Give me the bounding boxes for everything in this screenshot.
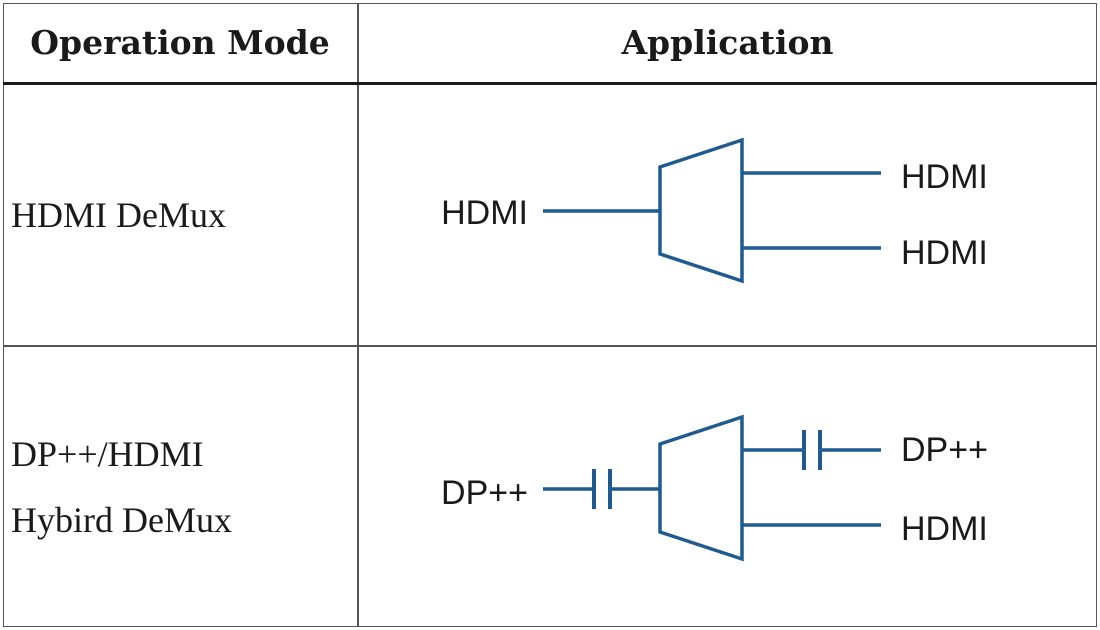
demux-diagram-svg: HDMI HDMI HDMI [441, 137, 988, 284]
demux-trapezoid [658, 414, 744, 562]
mode-label: HDMI DeMux [11, 195, 226, 235]
header-application: Application [621, 23, 834, 62]
row-divider [3, 345, 1097, 347]
header-operation-mode: Operation Mode [30, 23, 330, 62]
output-label-bottom: HDMI [901, 510, 988, 548]
diagram-hdmi-demux: HDMI HDMI HDMI [358, 85, 1097, 345]
input-label: DP++ [441, 474, 528, 512]
mode-cell-hybrid-demux: DP++/HDMI Hybird DeMux [3, 346, 357, 627]
column-divider [357, 3, 359, 627]
header-rule [3, 82, 1097, 85]
diagram-wires [543, 414, 881, 562]
table-border [3, 3, 1097, 627]
input-label: HDMI [441, 194, 528, 232]
diagram-hybrid-demux: DP++ DP++ HDMI [358, 346, 1097, 627]
demux-trapezoid [658, 137, 744, 284]
mode-label-line-1: DP++/HDMI [11, 433, 204, 474]
mode-label-line-2: Hybird DeMux [11, 499, 232, 540]
output-label-top: HDMI [901, 158, 988, 196]
mode-cell-hdmi-demux: HDMI DeMux [3, 85, 357, 345]
hybrid-demux-diagram-svg: DP++ DP++ HDMI [441, 414, 988, 562]
output-label-top: DP++ [901, 431, 988, 469]
diagram-wires [543, 137, 881, 284]
output-label-bottom: HDMI [901, 234, 988, 272]
